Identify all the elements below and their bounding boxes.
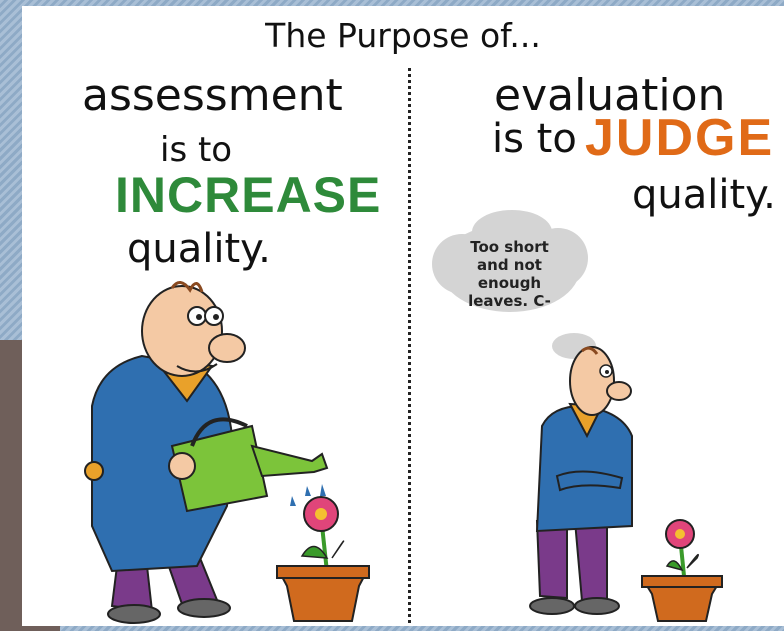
evaluation-quality: quality. [632, 172, 776, 218]
assessment-quality: quality. [127, 226, 271, 272]
evaluation-heading: evaluation [494, 70, 726, 121]
watering-can-icon [168, 417, 329, 513]
assessment-is-to: is to [160, 130, 233, 170]
assessment-heading: assessment [82, 70, 343, 121]
gardener-figure [84, 281, 246, 624]
thought-bubble-text: Too short and not enough leaves. C- [468, 238, 551, 310]
slide-panel: The Purpose of... assessment is to INCRE… [22, 6, 784, 626]
increase-keyword: INCREASE [115, 167, 382, 223]
evaluation-is-to: is to [492, 116, 577, 162]
dotted-divider [408, 68, 411, 623]
page-title: The Purpose of... [265, 16, 541, 55]
cartoon-illustration [84, 210, 723, 624]
flower-pot-icon-right [641, 519, 723, 622]
judge-figure [529, 346, 633, 615]
flower-pot-icon [276, 496, 370, 622]
judge-keyword: JUDGE [585, 109, 775, 167]
